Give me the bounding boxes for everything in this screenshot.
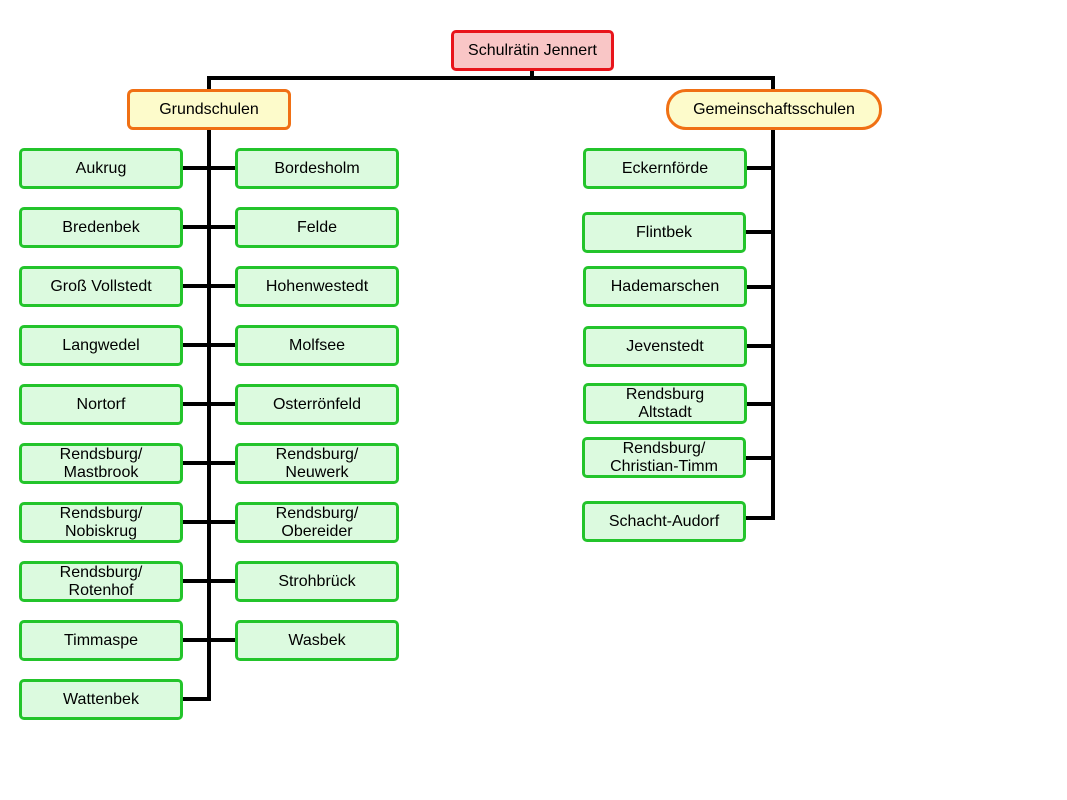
school-node: Rendsburg/ Mastbrook — [19, 443, 183, 484]
school-node: Wasbek — [235, 620, 399, 661]
school-node: Flintbek — [582, 212, 746, 253]
school-node: Jevenstedt — [583, 326, 747, 367]
school-node: Rendsburg/ Christian-Timm — [582, 437, 746, 478]
school-node: Rendsburg/ Neuwerk — [235, 443, 399, 484]
school-node: Wattenbek — [19, 679, 183, 720]
school-node: Nortorf — [19, 384, 183, 425]
school-node: Aukrug — [19, 148, 183, 189]
school-node: Rendsburg/ Nobiskrug — [19, 502, 183, 543]
school-node: Strohbrück — [235, 561, 399, 602]
school-node: Molfsee — [235, 325, 399, 366]
school-node: Eckernförde — [583, 148, 747, 189]
school-node: Hohenwestedt — [235, 266, 399, 307]
school-node: Bordesholm — [235, 148, 399, 189]
school-node: Langwedel — [19, 325, 183, 366]
school-node: Schacht-Audorf — [582, 501, 746, 542]
school-node: Groß Vollstedt — [19, 266, 183, 307]
school-node: Felde — [235, 207, 399, 248]
school-node: Timmaspe — [19, 620, 183, 661]
school-node: Rendsburg Altstadt — [583, 383, 747, 424]
school-node: Hademarschen — [583, 266, 747, 307]
school-node: Rendsburg/ Rotenhof — [19, 561, 183, 602]
school-node: Bredenbek — [19, 207, 183, 248]
school-node: Osterrönfeld — [235, 384, 399, 425]
school-node: Rendsburg/ Obereider — [235, 502, 399, 543]
category-gemeinschaftsschulen: Gemeinschaftsschulen — [666, 89, 882, 130]
root-node: Schulrätin Jennert — [451, 30, 614, 71]
category-grundschulen: Grundschulen — [127, 89, 291, 130]
